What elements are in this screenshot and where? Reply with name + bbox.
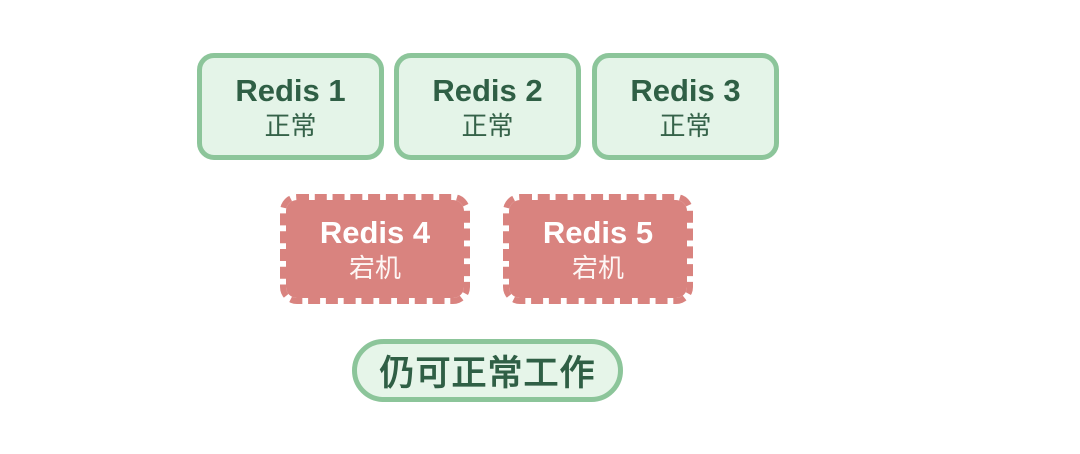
node-status: 宕机	[571, 253, 624, 283]
redis-node-2: Redis 2 正常	[394, 53, 581, 160]
node-status: 正常	[659, 110, 712, 141]
node-name: Redis 5	[542, 215, 654, 250]
node-name: Redis 4	[319, 215, 431, 250]
node-status: 宕机	[348, 253, 401, 283]
redis-node-3: Redis 3 正常	[592, 53, 779, 160]
node-name: Redis 3	[630, 72, 741, 108]
redis-node-1: Redis 1 正常	[197, 53, 384, 160]
node-status: 正常	[264, 110, 317, 141]
redis-node-4-down: Redis 4 宕机	[280, 194, 470, 304]
node-status: 正常	[461, 110, 514, 141]
redis-node-5-down: Redis 5 宕机	[503, 194, 693, 304]
caption-pill: 仍可正常工作	[352, 339, 623, 402]
node-name: Redis 1	[235, 72, 346, 108]
node-name: Redis 2	[432, 72, 543, 108]
